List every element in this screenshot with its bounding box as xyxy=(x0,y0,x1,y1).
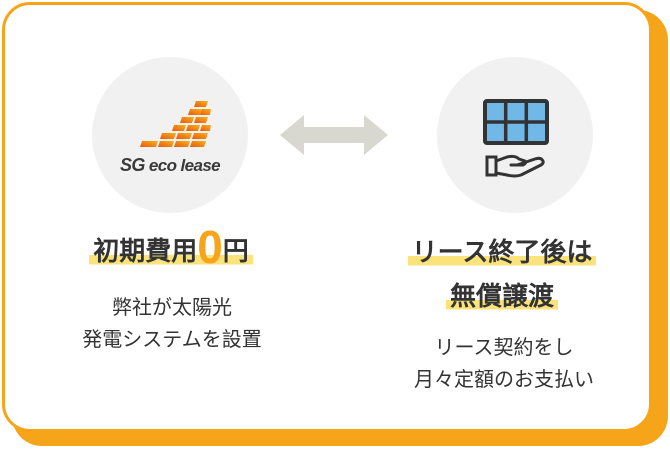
solar-circle xyxy=(437,57,593,213)
install-description: 弊社が太陽光 発電システムを設置 xyxy=(82,295,262,351)
transfer-heading: リース終了後は 無償譲渡 xyxy=(377,231,627,319)
solar-panel-hand-icon xyxy=(483,99,549,178)
sg-eco-lease-logo-icon xyxy=(140,101,211,147)
payment-description: リース契約をし 月々定額のお支払い xyxy=(414,335,594,391)
logo-circle: SG eco lease xyxy=(92,57,248,213)
initial-cost-heading: 初期費用0円 xyxy=(65,224,277,272)
info-card: SG eco lease 初期費用0円 リース終了後は 無償譲渡 弊社が太陽光 xyxy=(2,2,652,432)
logo-text: SG eco lease xyxy=(119,155,221,175)
zero-figure: 0 xyxy=(197,221,223,273)
double-arrow-icon xyxy=(280,115,388,155)
